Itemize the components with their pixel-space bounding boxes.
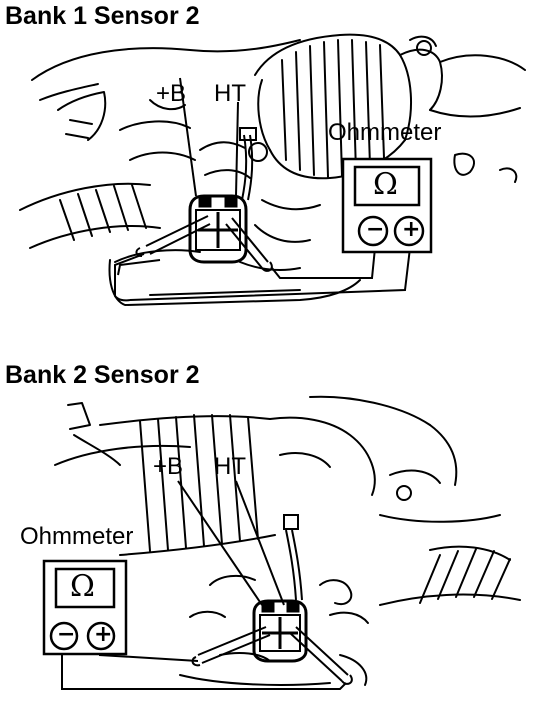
ohmmeter-label: Ohmmeter bbox=[328, 119, 442, 146]
bank1-diagram bbox=[19, 33, 526, 306]
ohm-symbol: Ω bbox=[70, 569, 95, 604]
engine-drawing-icon bbox=[54, 395, 521, 686]
ohmmeter-label: Ohmmeter bbox=[20, 523, 134, 550]
plus-b-label: +B bbox=[153, 453, 184, 480]
negative-terminal-sign: − bbox=[57, 622, 76, 647]
bank2-panel: Bank 2 Sensor 2 +B HT Ohmmeter Ω − + bbox=[0, 355, 544, 704]
sensor-wiring bbox=[117, 77, 257, 276]
bank1-panel: Bank 1 Sensor 2 +B HT Ohmmeter Ω − + bbox=[0, 0, 544, 350]
positive-terminal-sign: + bbox=[402, 217, 421, 242]
ohm-symbol: Ω bbox=[373, 167, 398, 202]
ht-label: HT bbox=[214, 80, 246, 107]
ht-label: HT bbox=[214, 453, 246, 480]
ohmmeter-icon bbox=[341, 157, 433, 254]
negative-terminal-sign: − bbox=[366, 217, 385, 242]
panel-title: Bank 1 Sensor 2 bbox=[5, 2, 200, 30]
test-probes bbox=[114, 215, 411, 302]
ohmmeter-icon bbox=[42, 559, 128, 656]
plus-b-label: +B bbox=[156, 80, 187, 107]
bank2-diagram bbox=[42, 395, 521, 690]
oxygen-sensor-connector-icon bbox=[252, 599, 308, 663]
sensor-wiring bbox=[177, 480, 303, 606]
engine-drawing-icon bbox=[19, 33, 526, 306]
positive-terminal-sign: + bbox=[94, 622, 113, 647]
panel-title: Bank 2 Sensor 2 bbox=[5, 361, 200, 389]
